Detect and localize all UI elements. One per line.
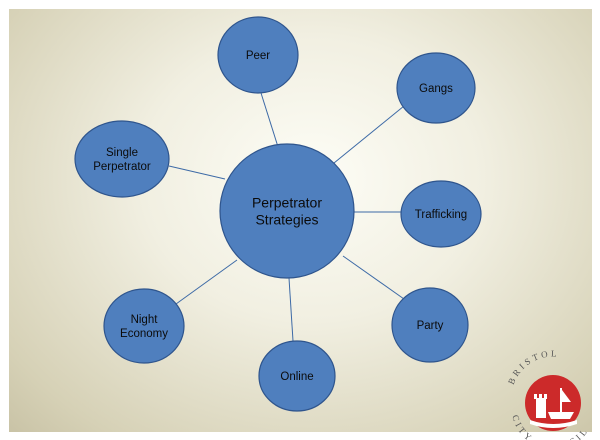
connector-lines <box>168 92 405 342</box>
node-gangs: Gangs <box>396 52 476 124</box>
node-single-perpetrator-label-line-1: Single <box>106 147 138 159</box>
node-online: Online <box>258 340 336 412</box>
node-single-perpetrator-shape <box>74 120 170 198</box>
node-gangs-label-line-1: Gangs <box>419 83 453 95</box>
connector-single-perpetrator <box>168 165 226 180</box>
node-peer: Peer <box>217 16 299 94</box>
node-online-label-line-1: Online <box>280 371 313 383</box>
connector-peer <box>260 92 280 151</box>
node-party-shape <box>391 287 469 363</box>
node-single-perpetrator-label-line-2: Perpetrator <box>93 161 151 173</box>
crest-emblem <box>530 388 577 428</box>
node-online-shape <box>258 340 336 412</box>
node-center-label-line-1: Perpetrator <box>252 195 322 211</box>
node-trafficking-shape <box>400 180 482 248</box>
node-gangs-shape <box>396 52 476 124</box>
node-center-label-line-2: Strategies <box>255 212 318 228</box>
connector-gangs <box>333 105 405 164</box>
node-peer-label-line-1: Peer <box>246 50 270 62</box>
node-night-economy-label-line-1: Night <box>131 314 159 326</box>
node-center-shape <box>219 143 355 279</box>
node-party-label-line-1: Party <box>417 320 444 332</box>
connector-online <box>288 277 294 342</box>
node-trafficking-label-line-1: Trafficking <box>415 209 467 221</box>
node-night-economy-label-line-2: Economy <box>120 328 168 340</box>
connector-night-economy <box>175 259 238 305</box>
bristol-city-council-logo: BRISTOL CITY COUNCIL <box>506 348 588 440</box>
node-trafficking: Trafficking <box>400 180 482 248</box>
node-party: Party <box>391 287 469 363</box>
diagram-nodes: PeerGangsSinglePerpetratorTraffickingNig… <box>74 16 482 412</box>
node-night-economy-shape <box>103 288 185 364</box>
connector-party <box>342 255 405 300</box>
node-peer-shape <box>217 16 299 94</box>
